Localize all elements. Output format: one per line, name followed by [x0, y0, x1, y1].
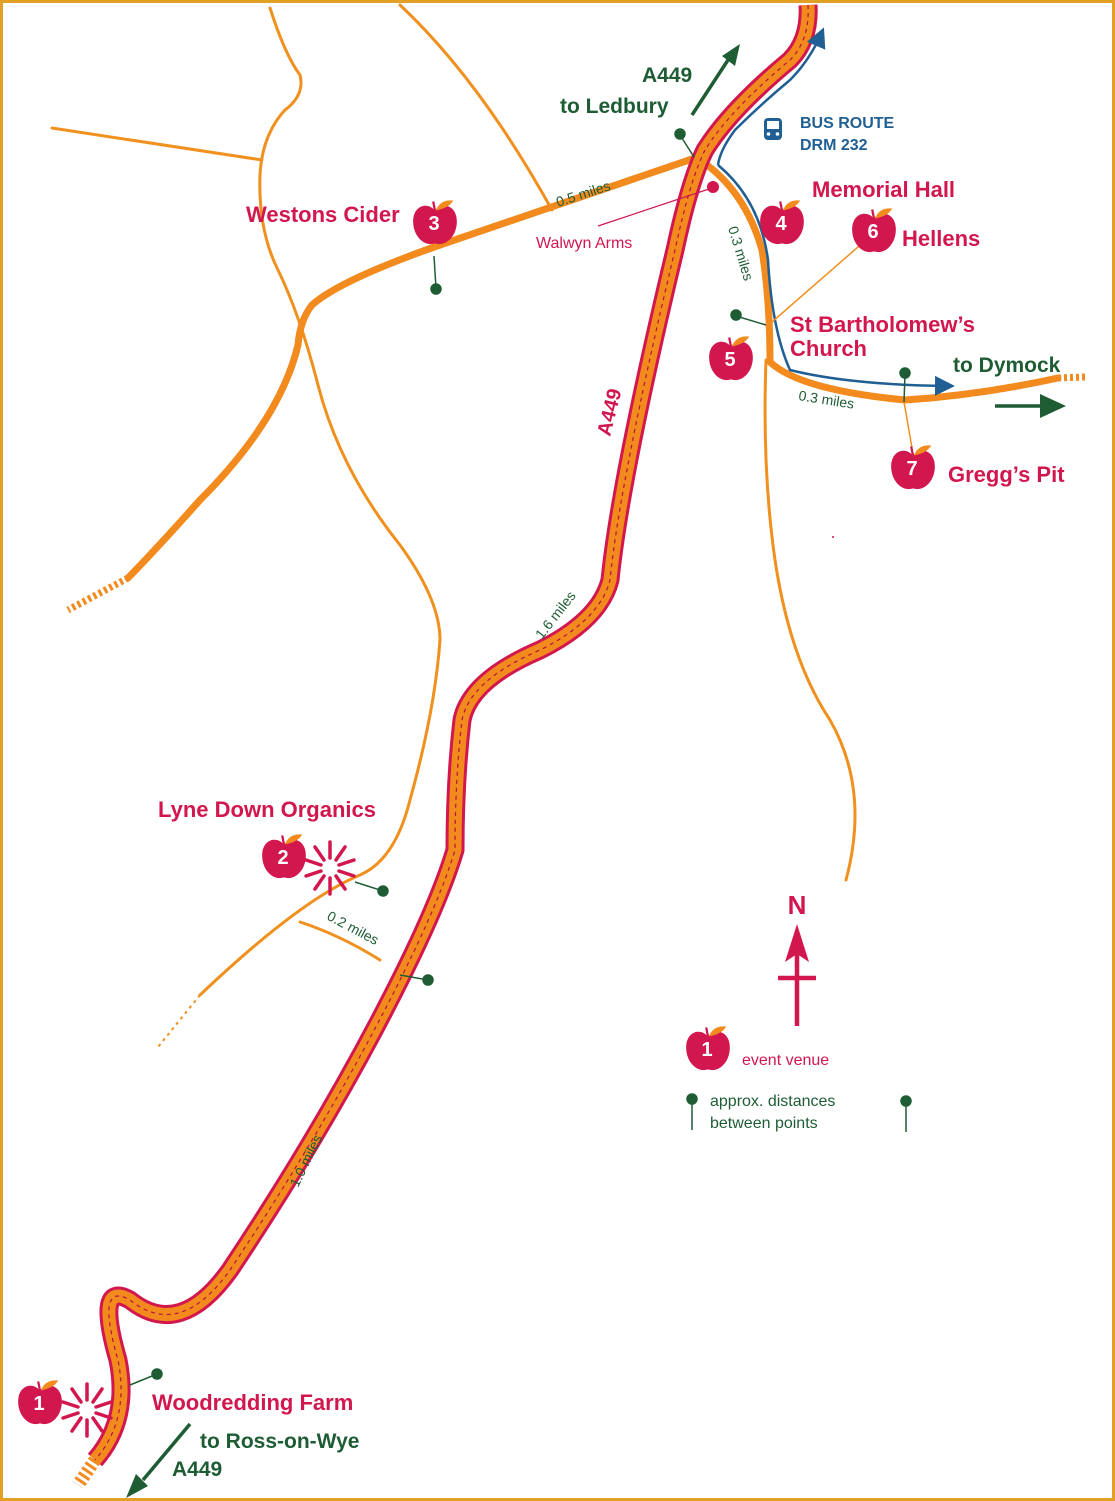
road-label-to-dymock: to Dymock — [953, 354, 1061, 377]
distance-label: 0.5 miles — [554, 177, 612, 210]
leader-lines — [597, 187, 913, 449]
road-label-a449-ross: A449 — [172, 1458, 222, 1481]
venue-marker-2[interactable]: 2 — [262, 833, 306, 880]
road-to-dymock — [696, 156, 1062, 404]
arrow-to-ross-icon — [126, 1422, 192, 1498]
legend-venue-marker: 1 — [686, 1025, 730, 1072]
venue-label-hellens: Hellens — [902, 226, 980, 251]
legend-pin-icon — [686, 1093, 698, 1130]
venue-marker-7[interactable]: 7 — [891, 444, 935, 491]
pin-icon — [129, 1368, 163, 1386]
venue-marker-4[interactable]: 4 — [760, 199, 804, 246]
road-dotted-east — [1057, 373, 1086, 382]
bus-route-number: DRM 232 — [800, 137, 868, 154]
svg-text:1: 1 — [701, 1039, 712, 1061]
pin-icon — [730, 309, 767, 326]
road-label-to-ledbury: to Ledbury — [560, 95, 669, 118]
venue-label-church: Church — [790, 336, 867, 361]
legend-pin-icon — [900, 1095, 912, 1132]
venue-label-westons-cider: Westons Cider — [246, 202, 400, 227]
bus-icon — [764, 118, 782, 140]
distance-label: 0.2 miles — [325, 908, 382, 948]
bus-route-label: BUS ROUTE — [800, 115, 895, 132]
distance-pins — [129, 128, 911, 1386]
bus-route-line-south — [717, 164, 955, 396]
minor-road-northwest — [50, 126, 264, 162]
walwyn-arms-marker — [707, 181, 719, 193]
minor-road-lyne-link — [298, 920, 382, 962]
bus-route-line — [716, 27, 826, 166]
road-to-westons — [124, 154, 699, 582]
road-label-a449: A449 — [594, 386, 627, 438]
venue-label-st-bartholomews: St Bartholomew’s — [790, 312, 975, 337]
venue-marker-1[interactable]: 1 — [18, 1379, 62, 1426]
minor-road-west-loop — [198, 6, 442, 997]
venue-marker-3[interactable]: 3 — [413, 199, 457, 246]
venue-label-lyne-down-organics: Lyne Down Organics — [158, 797, 376, 822]
svg-text:1: 1 — [33, 1393, 44, 1415]
venue-marker-6[interactable]: 6 — [852, 207, 896, 254]
svg-text:7: 7 — [906, 458, 917, 480]
direction-arrows — [126, 44, 1066, 1498]
sunburst-icon — [304, 840, 356, 896]
place-label-walwyn-arms: Walwyn Arms — [536, 235, 632, 252]
pin-icon — [399, 974, 434, 986]
road-label-a449-ledbury: A449 — [642, 64, 692, 87]
minor-road-south-branch — [763, 358, 857, 882]
arrow-to-ledbury-icon — [690, 44, 740, 116]
a449-dotted-end — [72, 1456, 101, 1489]
svg-text:5: 5 — [724, 349, 735, 371]
venue-label-woodredding-farm: Woodredding Farm — [152, 1390, 353, 1415]
svg-text:N: N — [788, 890, 807, 920]
legend-distance-line1: approx. distances — [710, 1093, 835, 1110]
road-dotted-west — [66, 574, 130, 614]
main-roads — [124, 154, 1062, 582]
venue-marker-5[interactable]: 5 — [709, 335, 753, 382]
pin-icon — [354, 881, 389, 897]
road-label-to-ross: to Ross-on-Wye — [200, 1430, 359, 1453]
svg-text:4: 4 — [775, 213, 787, 235]
minor-roads — [50, 3, 857, 997]
svg-text:3: 3 — [428, 213, 439, 235]
svg-text:2: 2 — [277, 847, 288, 869]
pin-icon — [899, 367, 911, 403]
distance-label: 0.3 miles — [725, 224, 757, 282]
legend-venue-label: event venue — [742, 1052, 829, 1069]
pin-icon — [430, 255, 442, 295]
venue-label-memorial-hall: Memorial Hall — [812, 177, 955, 202]
sunburst-icon — [61, 1382, 113, 1438]
minor-road-dotted-end — [157, 994, 201, 1048]
venue-label-greggs-pit: Gregg’s Pit — [948, 462, 1065, 487]
legend-distance-line2: between points — [710, 1115, 818, 1132]
stray-dot — [832, 536, 834, 538]
minor-road-north — [398, 3, 554, 212]
legend: 1 event venue approx. distances between … — [686, 1025, 912, 1132]
north-arrow-icon: N — [778, 890, 816, 1026]
pin-icon — [674, 128, 695, 158]
svg-text:6: 6 — [867, 221, 878, 243]
arrow-to-dymock-icon — [995, 394, 1066, 418]
a449-road — [87, 4, 818, 1467]
